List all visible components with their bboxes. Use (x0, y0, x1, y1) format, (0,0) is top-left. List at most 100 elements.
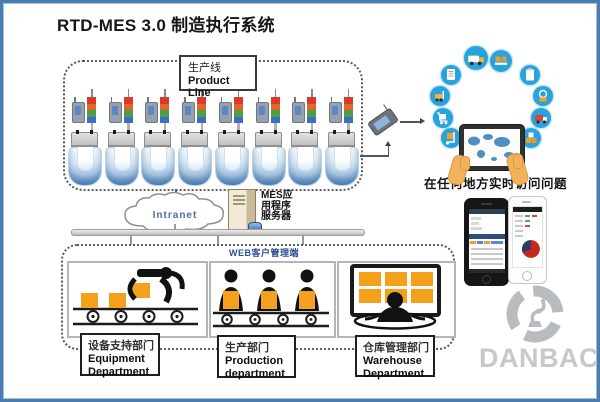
delivery-truck-icon (531, 108, 551, 128)
workstation (251, 89, 286, 186)
production-department-en2: department (225, 368, 285, 380)
equipment-illustration (73, 267, 198, 326)
signal-tower-segment (160, 97, 170, 104)
signal-tower-segment (233, 103, 243, 110)
production-line-label: 生产线 Product Line (179, 55, 257, 99)
pie-chart (521, 240, 540, 258)
workstation (140, 89, 176, 186)
production-panel (209, 261, 336, 338)
left-thumb (460, 156, 470, 171)
antenna-icon (201, 89, 203, 97)
signal-tower-segment (307, 97, 317, 104)
right-thumb (513, 154, 523, 169)
warehouse-panel (337, 261, 456, 338)
equipment-department-en1: Equipment (88, 353, 145, 365)
production-illustration (213, 269, 329, 328)
warehouse-department-label: 仓库管理部门 Warehouse Department (355, 335, 435, 380)
phone-speaker (522, 201, 531, 203)
connector-line (387, 146, 389, 156)
handheld-scanner-icon (108, 97, 122, 123)
intranet-label: Intranet (153, 210, 198, 221)
signal-tower-segment (123, 103, 133, 110)
handheld-scanner-icon (328, 97, 342, 123)
phone-speaker (481, 203, 492, 205)
workstation (104, 89, 139, 186)
equipment-department-cn: 设备支持部门 (88, 340, 154, 352)
production-department-cn: 生产部门 (225, 342, 269, 354)
antenna-icon (91, 89, 93, 97)
danbach-logo-text: DANBACH (479, 343, 599, 373)
workstation (324, 89, 359, 186)
handheld-scanner-icon (72, 97, 85, 123)
workstation (214, 89, 249, 186)
equipment-department-en2: Department (88, 366, 150, 378)
handheld-scanner-icon (182, 97, 196, 123)
remote-access-caption: 在任何地方实时访问问题 (424, 177, 568, 191)
forklift-icon (430, 86, 450, 106)
connector-line (302, 235, 304, 245)
signal-tower-segment (197, 110, 207, 117)
pallet-boxes-icon (490, 50, 512, 72)
document-icon (441, 65, 461, 85)
signal-tower-pole (127, 123, 130, 133)
signal-tower-segment (343, 103, 353, 110)
antenna-icon (237, 89, 240, 97)
machine-base (251, 147, 286, 186)
connector-line (360, 155, 389, 157)
signal-tower-segment (307, 103, 317, 110)
inventory-clock-icon (533, 86, 553, 106)
equipment-department-label: 设备支持部门 Equipment Department (80, 333, 160, 378)
signal-tower-pole (163, 123, 167, 133)
signal-tower-segment (123, 116, 133, 123)
arrow-up-icon (384, 141, 391, 146)
machine-base (68, 147, 102, 186)
clipboard-icon (520, 65, 540, 85)
workstation (177, 89, 213, 186)
cart-icon (433, 108, 453, 128)
signal-tower-pole (347, 123, 350, 133)
signal-tower-segment (307, 116, 317, 123)
handheld-scanner-icon (292, 97, 306, 123)
signal-tower-segment (160, 103, 170, 110)
danbach-logo-icon (506, 285, 564, 343)
arrow-right-icon (420, 118, 425, 124)
machine-base (324, 147, 359, 186)
signal-tower-pole (90, 123, 93, 133)
signal-tower-pole (310, 123, 314, 133)
signal-tower-segment (343, 110, 353, 117)
antenna-icon (311, 89, 313, 97)
signal-tower-segment (233, 116, 243, 123)
page-title: RTD-MES 3.0 制造执行系统 (57, 16, 275, 35)
web-client-label: WEB客户管理端 (229, 248, 299, 258)
workstation (67, 89, 102, 186)
machine-base (178, 147, 213, 186)
workstation (287, 89, 323, 186)
handheld-scanner-icon (218, 97, 232, 123)
handheld-scanner-icon (145, 97, 159, 123)
production-line-label-en: Product Line (188, 75, 230, 99)
handheld-scanner-icon (255, 97, 269, 123)
signal-tower-segment (270, 97, 280, 104)
machine-base (104, 147, 139, 186)
production-line-label-cn: 生产线 (188, 62, 221, 74)
connector-line (174, 224, 176, 229)
signal-tower-segment (197, 116, 207, 123)
signal-tower-segment (270, 116, 280, 123)
antenna-icon (164, 89, 166, 97)
white-smartphone (508, 196, 547, 284)
signal-tower-segment (87, 97, 96, 104)
stacked-boxes-icon (521, 128, 541, 148)
signal-tower-segment (87, 116, 96, 123)
production-department-en1: Production (225, 355, 284, 367)
signal-tower-pole (274, 123, 277, 133)
signal-tower-segment (270, 110, 280, 117)
signal-tower-segment (160, 110, 170, 117)
mes-server-label: MES应 用程序 服务器 (261, 190, 293, 222)
black-smartphone (464, 198, 509, 286)
connector-line (130, 235, 132, 245)
home-button (522, 271, 532, 281)
warehouse-illustration (350, 264, 441, 330)
warehouse-department-en2: Department (363, 368, 425, 380)
production-department-label: 生产部门 Production department (217, 335, 296, 380)
